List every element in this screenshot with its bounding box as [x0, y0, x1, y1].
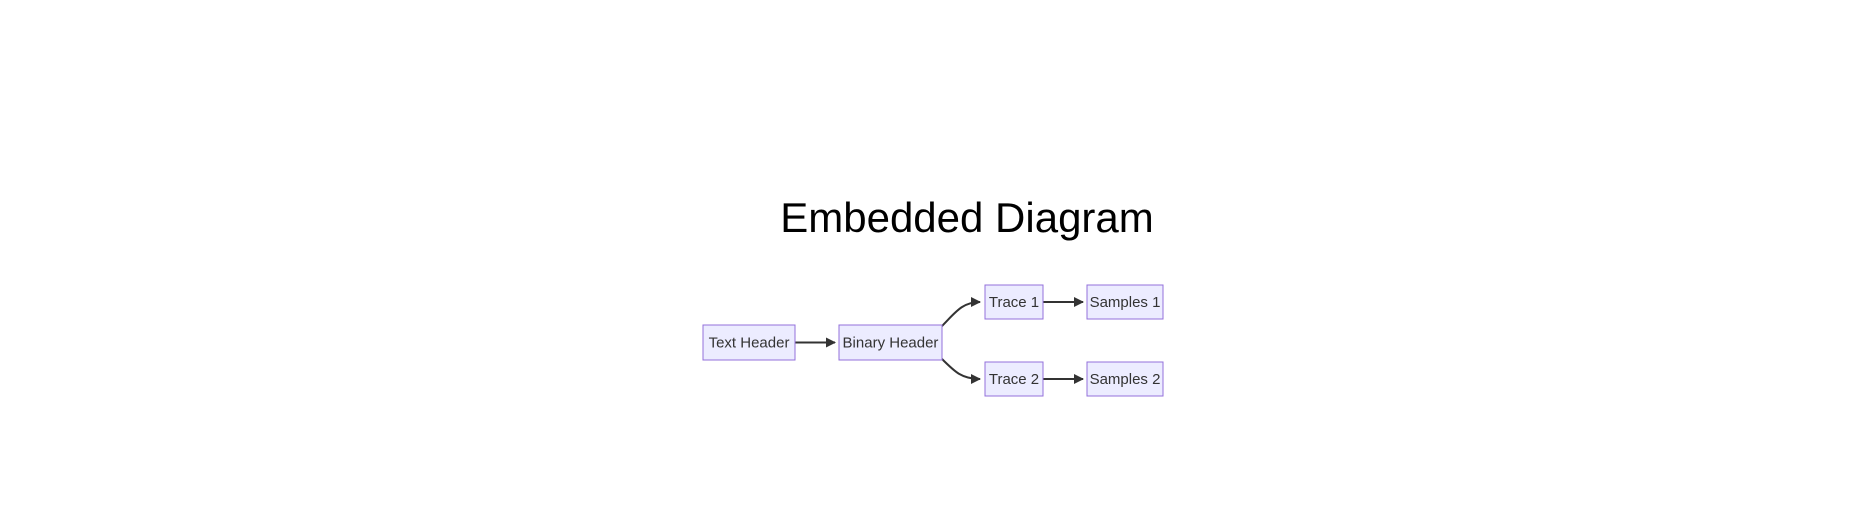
- node-trace-1-box: [984, 284, 1044, 320]
- node-samples-2: Samples 2: [1086, 361, 1164, 397]
- node-samples-2-label: Samples 2: [1090, 371, 1161, 388]
- diagram-edges: [795, 297, 1084, 384]
- node-binary-header-label: Binary Header: [843, 335, 939, 352]
- node-trace-1-label: Trace 1: [989, 294, 1039, 311]
- node-trace-2-label: Trace 2: [989, 371, 1039, 388]
- node-samples-1-box: [1086, 284, 1164, 320]
- node-samples-1-label: Samples 1: [1090, 294, 1161, 311]
- node-binary-header: Binary Header: [838, 324, 943, 361]
- edge-binary-header-to-trace-2: [941, 358, 981, 384]
- node-trace-2: Trace 2: [984, 361, 1044, 397]
- diagram-nodes: Text Header Binary Header Trace 1 Sample…: [702, 284, 1164, 397]
- node-text-header: Text Header: [702, 324, 796, 361]
- node-text-header-box: [702, 324, 796, 361]
- node-binary-header-box: [838, 324, 943, 361]
- node-trace-1: Trace 1: [984, 284, 1044, 320]
- node-text-header-label: Text Header: [709, 335, 790, 352]
- node-trace-2-box: [984, 361, 1044, 397]
- edge-binary-header-to-trace-1: [941, 297, 981, 327]
- node-samples-1: Samples 1: [1086, 284, 1164, 320]
- flowchart-diagram: Text Header Binary Header Trace 1 Sample…: [702, 284, 1164, 397]
- page-title: Embedded Diagram: [780, 194, 1154, 241]
- node-samples-2-box: [1086, 361, 1164, 397]
